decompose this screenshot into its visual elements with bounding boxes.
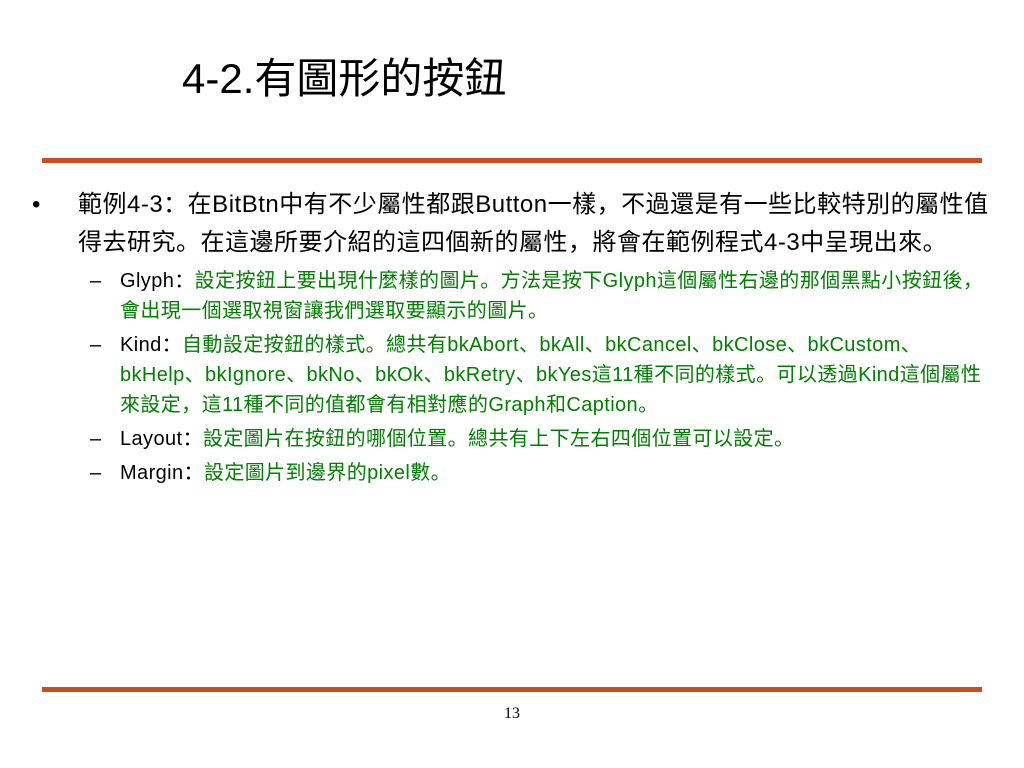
top-divider [42,158,982,163]
dash-icon: – [90,462,102,484]
sub-item-margin: – Margin：設定圖片到邊界的pixel數。 [90,458,990,488]
sub-item-term: Layout： [120,428,203,450]
slide-content: • 範例4-3：在BitBtn中有不少屬性都跟Button一樣，不過還是有一些比… [30,186,990,488]
main-bullet-text: 範例4-3：在BitBtn中有不少屬性都跟Button一樣，不過還是有一些比較特… [78,191,989,256]
sub-item-term: Margin： [120,462,204,484]
bullet-dot-icon: • [32,191,41,218]
sub-item-term: Kind： [120,334,183,356]
dash-icon: – [90,428,102,450]
sub-item-kind: – Kind：自動設定按鈕的樣式。總共有bkAbort、bkAll、bkCanc… [90,330,990,420]
dash-icon: – [90,270,102,292]
sub-item-desc: 設定圖片在按鈕的哪個位置。總共有上下左右四個位置可以設定。 [202,428,795,450]
slide-title: 4-2.有圖形的按鈕 [182,55,507,102]
sub-item-layout: – Layout：設定圖片在按鈕的哪個位置。總共有上下左右四個位置可以設定。 [90,424,990,454]
sub-item-desc: 設定按鈕上要出現什麼樣的圖片。方法是按下Glyph這個屬性右邊的那個黑點小按鈕後… [120,270,984,322]
bottom-divider [42,687,982,692]
sub-item-desc: 設定圖片到邊界的pixel數。 [203,462,452,484]
sub-item-term: Glyph： [120,270,195,292]
sub-item-glyph: – Glyph：設定按鈕上要出現什麼樣的圖片。方法是按下Glyph這個屬性右邊的… [90,266,990,326]
page-number: 13 [504,705,520,722]
main-bullet: • 範例4-3：在BitBtn中有不少屬性都跟Button一樣，不過還是有一些比… [30,186,990,262]
dash-icon: – [90,334,102,356]
sub-item-desc: 自動設定按鈕的樣式。總共有bkAbort、bkAll、bkCancel、bkCl… [120,334,982,416]
